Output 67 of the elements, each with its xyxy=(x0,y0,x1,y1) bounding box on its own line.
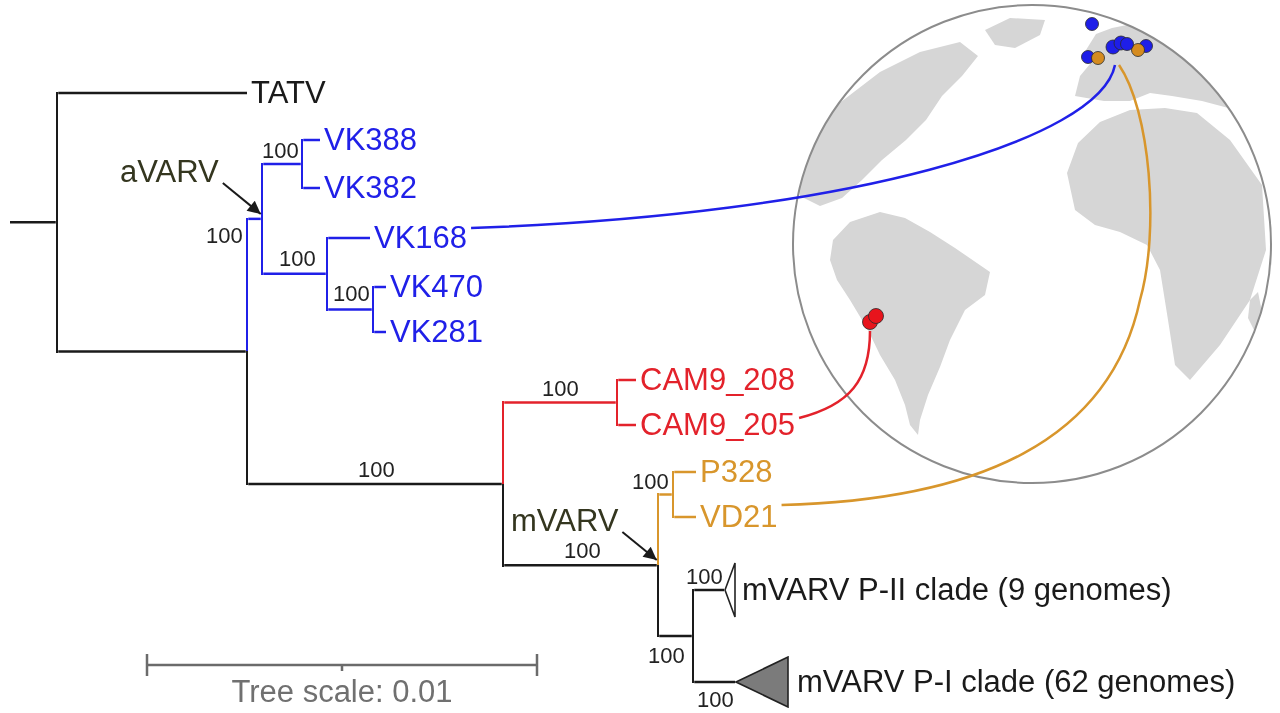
leader-line xyxy=(798,330,872,420)
bootstrap-value: 100 xyxy=(333,283,370,305)
branch-line xyxy=(694,588,724,592)
location-dots-icon xyxy=(1080,16,1154,65)
branch-line xyxy=(328,236,370,240)
branch-line xyxy=(659,493,672,496)
branch-line xyxy=(504,564,657,567)
bootstrap-value: 100 xyxy=(697,689,734,711)
branch-line xyxy=(303,138,320,142)
vertical-branch-line xyxy=(615,378,619,427)
clade-label: mVARV xyxy=(507,503,623,539)
vertical-branch-line xyxy=(656,493,660,638)
leaf-label: VK470 xyxy=(386,269,488,305)
leader-line xyxy=(471,64,1117,230)
branch-line xyxy=(263,272,326,275)
branch-line xyxy=(248,217,261,221)
leaf-label: VD21 xyxy=(696,499,782,535)
branch-line xyxy=(618,378,636,382)
clade-label: mVARV P-II clade (9 genomes) xyxy=(742,572,1172,608)
branch-line xyxy=(263,162,301,166)
vertical-branch-line xyxy=(260,162,264,275)
branch-line xyxy=(674,515,696,519)
arrow xyxy=(221,182,262,215)
leaf-label: P328 xyxy=(696,454,777,490)
bootstrap-value: 100 xyxy=(686,566,723,588)
vertical-branch-line xyxy=(691,588,695,684)
leaf-label: CAM9_205 xyxy=(636,407,800,443)
branch-line xyxy=(674,470,696,474)
branch-line xyxy=(504,401,616,404)
leaf-label: VK382 xyxy=(320,170,422,206)
clade-label: mVARV P-I clade (62 genomes) xyxy=(797,664,1236,700)
branch-line xyxy=(374,285,386,289)
leaf-label: TATV xyxy=(247,75,330,111)
root-branch-line xyxy=(10,220,56,224)
bootstrap-value: 100 xyxy=(648,645,685,667)
leaf-label: VK388 xyxy=(320,122,422,158)
vertical-branch-line xyxy=(300,138,304,190)
vertical-branch-line xyxy=(501,401,505,567)
clade-label: aVARV xyxy=(116,154,223,190)
leaf-label: VK168 xyxy=(370,220,472,256)
branch-line xyxy=(618,423,636,427)
vertical-branch-line xyxy=(325,236,329,311)
bootstrap-value: 100 xyxy=(358,459,395,481)
location-dots-icon xyxy=(861,307,885,331)
vertical-branch-line xyxy=(55,91,59,353)
leader-line xyxy=(781,64,1152,507)
branch-line xyxy=(303,186,320,190)
arrow xyxy=(621,531,658,561)
leaf-label: VK281 xyxy=(386,314,488,350)
bootstrap-value: 100 xyxy=(206,225,243,247)
branch-line xyxy=(58,91,247,95)
vertical-branch-line xyxy=(371,285,375,334)
branch-line xyxy=(374,330,386,334)
vertical-branch-line xyxy=(245,217,249,486)
branch-line xyxy=(248,482,502,486)
scale-label: Tree scale: 0.01 xyxy=(231,674,453,710)
bootstrap-value: 100 xyxy=(564,540,601,562)
bootstrap-value: 100 xyxy=(542,378,579,400)
bootstrap-value: 100 xyxy=(632,471,669,493)
vertical-branch-line xyxy=(671,470,675,519)
branch-line xyxy=(58,350,246,353)
leaf-label: CAM9_208 xyxy=(636,362,800,398)
branch-line xyxy=(659,634,692,638)
bootstrap-value: 100 xyxy=(262,140,299,162)
branch-line xyxy=(328,308,372,311)
bootstrap-value: 100 xyxy=(279,248,316,270)
branch-line xyxy=(694,680,735,684)
